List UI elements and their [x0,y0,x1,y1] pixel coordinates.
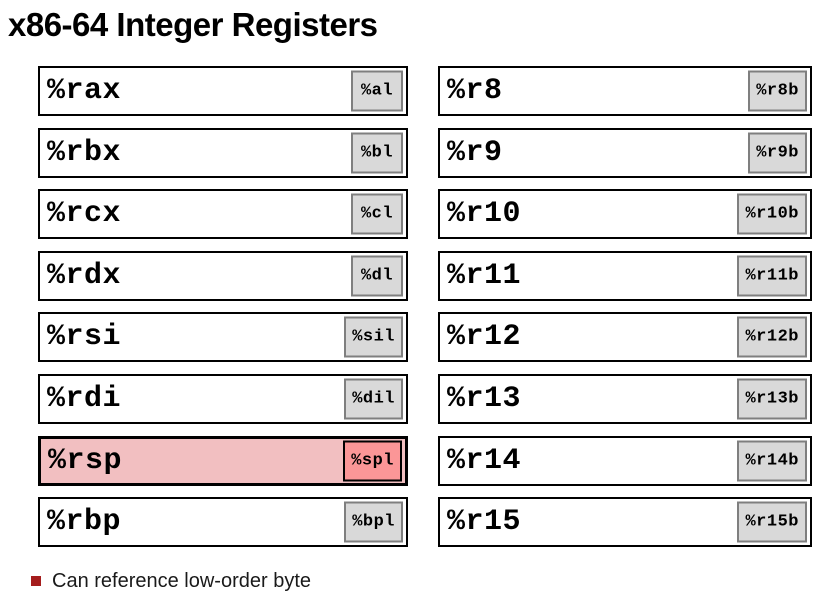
register-name: %rsp [48,443,123,478]
low-byte-chip: %bpl [344,501,403,543]
footnote: Can reference low-order byte [31,569,311,593]
register-row-rax: %rax %al [38,66,408,116]
register-name: %rax [47,74,122,108]
register-name: %r9 [447,135,503,170]
low-byte-chip: %dil [344,378,403,420]
register-name: %rsi [47,320,122,355]
register-row-rsp: %rsp %spl [38,435,408,486]
register-name: %rdi [47,381,122,416]
register-name: %rbp [47,505,122,540]
register-row-rsi: %rsi %sil [38,312,408,363]
footnote-text: Can reference low-order byte [52,570,312,592]
low-byte-chip: %r14b [737,440,807,482]
register-name: %r11 [447,258,522,293]
register-row-rcx: %rcx %cl [38,189,408,240]
low-byte-chip: %r8b [748,70,807,112]
page-title: x86-64 Integer Registers [8,6,378,43]
register-name: %r13 [447,381,522,416]
low-byte-chip: %dl [351,255,403,297]
register-diagram: %rax %al %rbx %bl %rcx %cl %rdx %dl %rsi… [38,66,812,548]
register-row-r12: %r12 %r12b [438,312,812,363]
register-name: %r12 [447,320,522,355]
low-byte-chip: %spl [343,440,402,482]
register-row-r10: %r10 %r10b [438,189,812,240]
register-row-rbp: %rbp %bpl [38,497,408,548]
register-row-rbx: %rbx %bl [38,127,408,178]
low-byte-chip: %bl [351,132,403,174]
bullet-square-icon [31,576,41,586]
low-byte-chip: %r10b [737,193,807,235]
register-column-left: %rax %al %rbx %bl %rcx %cl %rdx %dl %rsi… [38,66,408,548]
low-byte-chip: %r12b [737,316,807,358]
low-byte-chip: %r9b [748,132,807,174]
register-name: %r14 [447,443,522,478]
register-name: %rcx [47,197,122,232]
register-column-right: %r8 %r8b %r9 %r9b %r10 %r10b %r11 %r11b … [438,66,812,548]
register-row-rdi: %rdi %dil [38,373,408,424]
register-name: %rbx [47,135,122,170]
register-row-r8: %r8 %r8b [438,66,812,116]
low-byte-chip: %r13b [737,378,807,420]
register-row-r9: %r9 %r9b [438,127,812,178]
register-row-r14: %r14 %r14b [438,435,812,486]
low-byte-chip: %al [351,70,403,112]
low-byte-chip: %sil [344,316,403,358]
low-byte-chip: %r11b [737,255,807,297]
register-name: %r10 [447,197,522,232]
register-name: %rdx [47,258,122,293]
register-row-r13: %r13 %r13b [438,373,812,424]
register-row-r11: %r11 %r11b [438,250,812,301]
register-name: %r8 [447,74,503,108]
register-row-rdx: %rdx %dl [38,250,408,301]
register-name: %r15 [447,505,522,540]
register-row-r15: %r15 %r15b [438,497,812,548]
low-byte-chip: %r15b [737,501,807,543]
low-byte-chip: %cl [351,193,403,235]
